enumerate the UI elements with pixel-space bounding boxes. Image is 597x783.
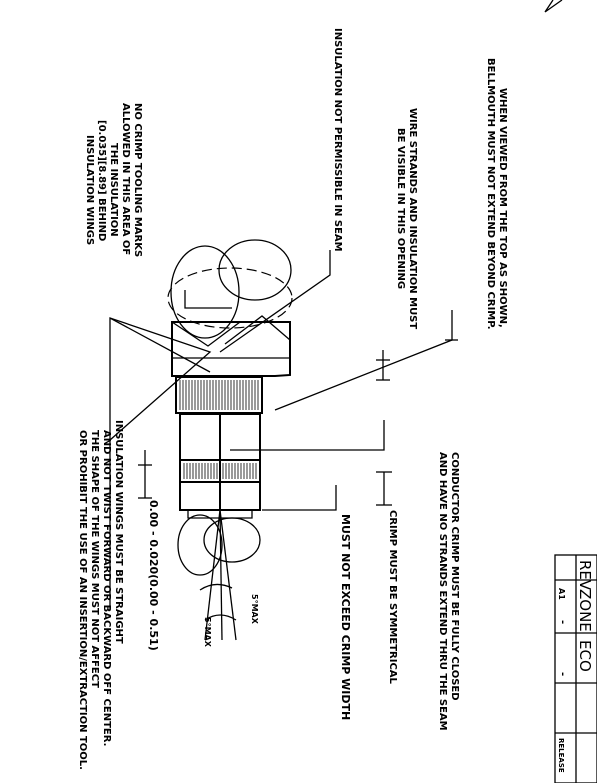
note-crimp-width: MUST NOT EXCEED CRIMP WIDTH (339, 514, 352, 720)
note-conductor-line-2: AND HAVE NO STRANDS EXTEND THRU THE SEAM (437, 452, 448, 731)
angle-top-label: 5°MAX (250, 594, 259, 625)
note-bellmouth-line-2: BELLMOUTH MUST NOT EXTEND BEYOND CRIMP. (485, 58, 496, 330)
tooling-triangle (109, 317, 212, 442)
contact-oval-right (203, 517, 261, 563)
strand-hatch-upper (179, 380, 259, 410)
tolerance-dimension: 0.00 - 0.020(0.00 - 0.51) (147, 500, 160, 651)
note-symmetrical-line-1: CRIMP MUST BE SYMMETRICAL (387, 510, 398, 685)
note-symmetrical: CRIMP MUST BE SYMMETRICAL (387, 510, 398, 685)
note-wire-strands-line-2: BE VISIBLE IN THIS OPENING (395, 128, 406, 289)
insulation-wing-fold-left (171, 321, 241, 347)
note-crimp-width-line-1: MUST NOT EXCEED CRIMP WIDTH (339, 514, 352, 720)
note-wire-strands: WIRE STRANDS AND INSULATION MUST BE VISI… (395, 108, 418, 329)
note-wings-line-1: INSULATION WINGS MUST BE STRAIGHT (113, 420, 124, 644)
angle-bottom-label: 5°MAX (203, 617, 212, 648)
corner-mark (544, 0, 563, 13)
leader-lines (109, 250, 458, 641)
eco-header: ECO (576, 640, 594, 672)
note-tooling-line-2: ALLOWED IN THIS AREA OF (120, 103, 131, 255)
rev-value: A1 (557, 588, 566, 600)
wire-strands-lower (179, 459, 261, 483)
note-wings-line-4: OR PROHIBIT THE USE OF AN INSERTION/EXTR… (77, 430, 88, 770)
contact-oval-left (177, 514, 223, 576)
note-seam: INSULATION NOT PERMISSIBLE IN SEAM (332, 28, 343, 252)
insulation-oval-right (218, 239, 292, 301)
eco-value: - (557, 672, 568, 676)
note-wings-line-2: AND NOT TWIST FORWARD OR BACKWARD OFF CE… (101, 430, 112, 746)
note-insulation-wings: INSULATION WINGS MUST BE STRAIGHT AND NO… (77, 420, 124, 770)
note-seam-line-1: INSULATION NOT PERMISSIBLE IN SEAM (332, 28, 343, 252)
note-bellmouth-line-1: WHEN VIEWED FROM THE TOP AS SHOWN, (497, 88, 508, 328)
rev-header: REV (576, 560, 594, 591)
note-conductor-line-1: CONDUCTOR CRIMP MUST BE FULLY CLOSED (449, 452, 460, 701)
note-bellmouth: WHEN VIEWED FROM THE TOP AS SHOWN, BELLM… (485, 58, 508, 330)
strand-hatch-lower (183, 463, 257, 479)
note-tooling-line-3: THE INSULATION (108, 143, 119, 237)
note-tooling-marks: NO CRIMP TOOLING MARKS ALLOWED IN THIS A… (84, 103, 143, 257)
note-wire-strands-line-1: WIRE STRANDS AND INSULATION MUST (407, 108, 418, 329)
insulation-wing-fold-right (224, 315, 291, 345)
note-wings-line-3: THE SHAPE OF THE WINGS MUST NOT AFFECT (89, 430, 100, 688)
release-value: RELEASE (557, 738, 565, 773)
note-tolerance: 0.00 - 0.020(0.00 - 0.51) (147, 500, 160, 651)
zone-value: - (557, 620, 568, 624)
note-tooling-line-1: NO CRIMP TOOLING MARKS (132, 103, 143, 257)
crimp-terminal-drawing (167, 239, 293, 576)
insulation-oval-left (170, 245, 240, 339)
note-tooling-line-5: INSULATION WINGS (84, 135, 95, 245)
insulation-dashed-outline (167, 267, 293, 329)
note-tooling-line-4: [0.035][8.89] BEHIND (96, 120, 107, 241)
note-conductor-crimp: CONDUCTOR CRIMP MUST BE FULLY CLOSED AND… (437, 452, 460, 731)
insulation-wing-body (171, 321, 291, 377)
zone-header: ZONE (576, 589, 594, 632)
revision-table: REV ZONE ECO A1 - - RELEASE (554, 554, 597, 783)
note-angles: 5°MAX 5°MAX (203, 594, 259, 648)
